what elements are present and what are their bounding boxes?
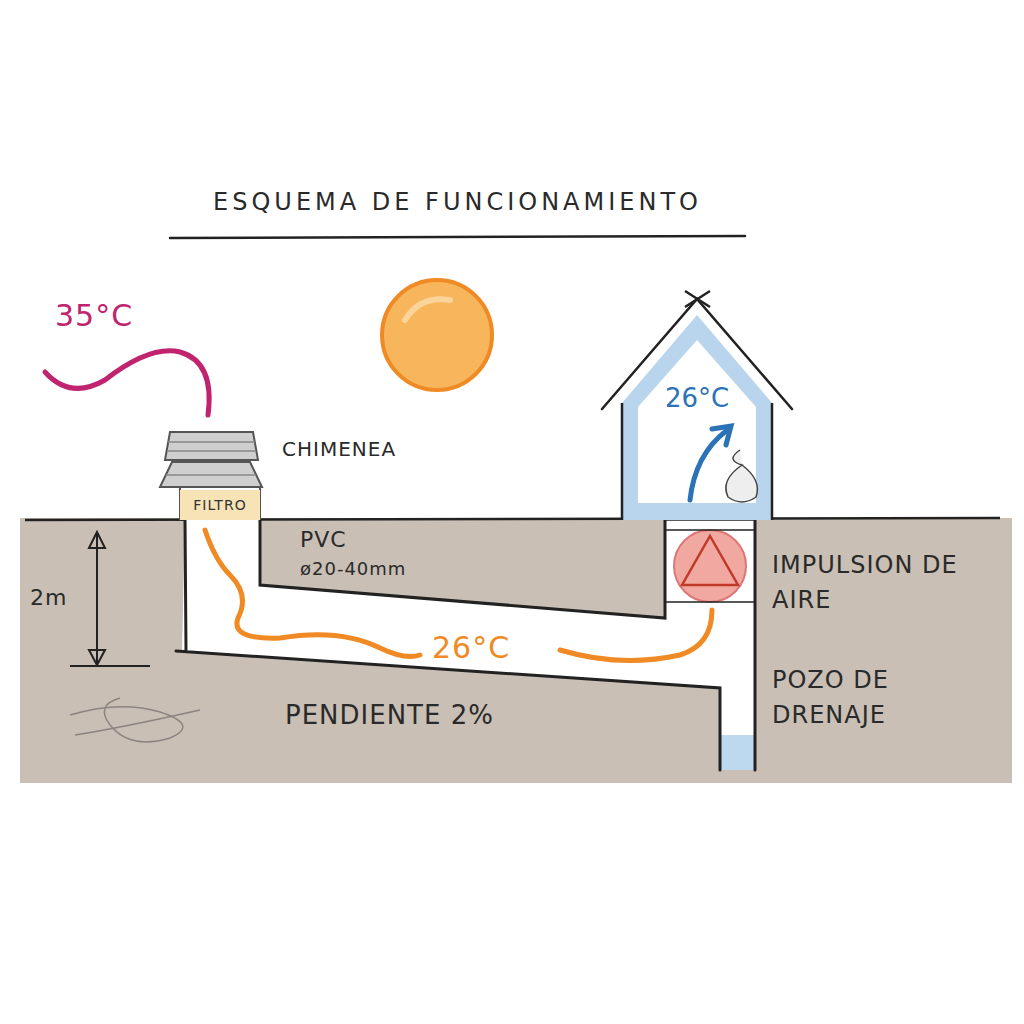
house: 26°C	[600, 285, 795, 522]
dimension-arrow	[89, 650, 105, 665]
dimension-label: 2m	[30, 585, 67, 611]
outside-temperature: 35°C	[55, 298, 133, 334]
chimney-cap	[165, 432, 258, 460]
roof	[602, 299, 792, 409]
material-label: PVC	[300, 527, 347, 553]
title: ESQUEMA DE FUNCIONAMIENTO	[170, 188, 745, 217]
pipe-walls	[176, 520, 755, 770]
dimension-line	[70, 532, 150, 666]
air-arrow	[690, 431, 726, 500]
dimension-arrow	[89, 532, 105, 548]
house-walls	[622, 403, 772, 520]
indoor-temperature: 26°C	[665, 383, 729, 413]
sun	[382, 280, 492, 390]
person	[726, 450, 758, 502]
roof-peak	[685, 291, 710, 307]
ground	[20, 518, 1012, 783]
ground-scribble	[70, 698, 200, 742]
chimney-cap-lines	[166, 474, 256, 476]
filter-label: FILTRO	[193, 497, 246, 513]
hot-air-wave	[45, 351, 209, 415]
chimney-cap	[160, 462, 262, 487]
pipe	[182, 520, 755, 770]
pipe-temperature: 26°C	[432, 630, 510, 666]
part-name: IMPULSION DE AIRE	[772, 548, 997, 618]
house-wall	[622, 315, 772, 520]
air-pump	[674, 530, 746, 602]
pump-housing	[665, 530, 755, 602]
chimney-cap-lines	[167, 442, 256, 451]
part-name: CHIMENEA	[282, 437, 396, 461]
air-arrowhead	[712, 426, 731, 445]
air-flow	[560, 610, 712, 660]
slope-label: PENDIENTE 2%	[285, 700, 494, 731]
chimney-body	[180, 487, 260, 520]
dimension-label: ø20-40mm	[300, 558, 406, 580]
part-name: POZO DE DRENAJE	[772, 663, 937, 733]
filter-box: FILTRO	[180, 490, 260, 520]
drain-water	[720, 735, 755, 770]
ground-line	[25, 518, 1000, 520]
title-underline	[170, 236, 745, 238]
sun-highlight	[405, 299, 450, 320]
pump-symbol	[682, 536, 738, 585]
